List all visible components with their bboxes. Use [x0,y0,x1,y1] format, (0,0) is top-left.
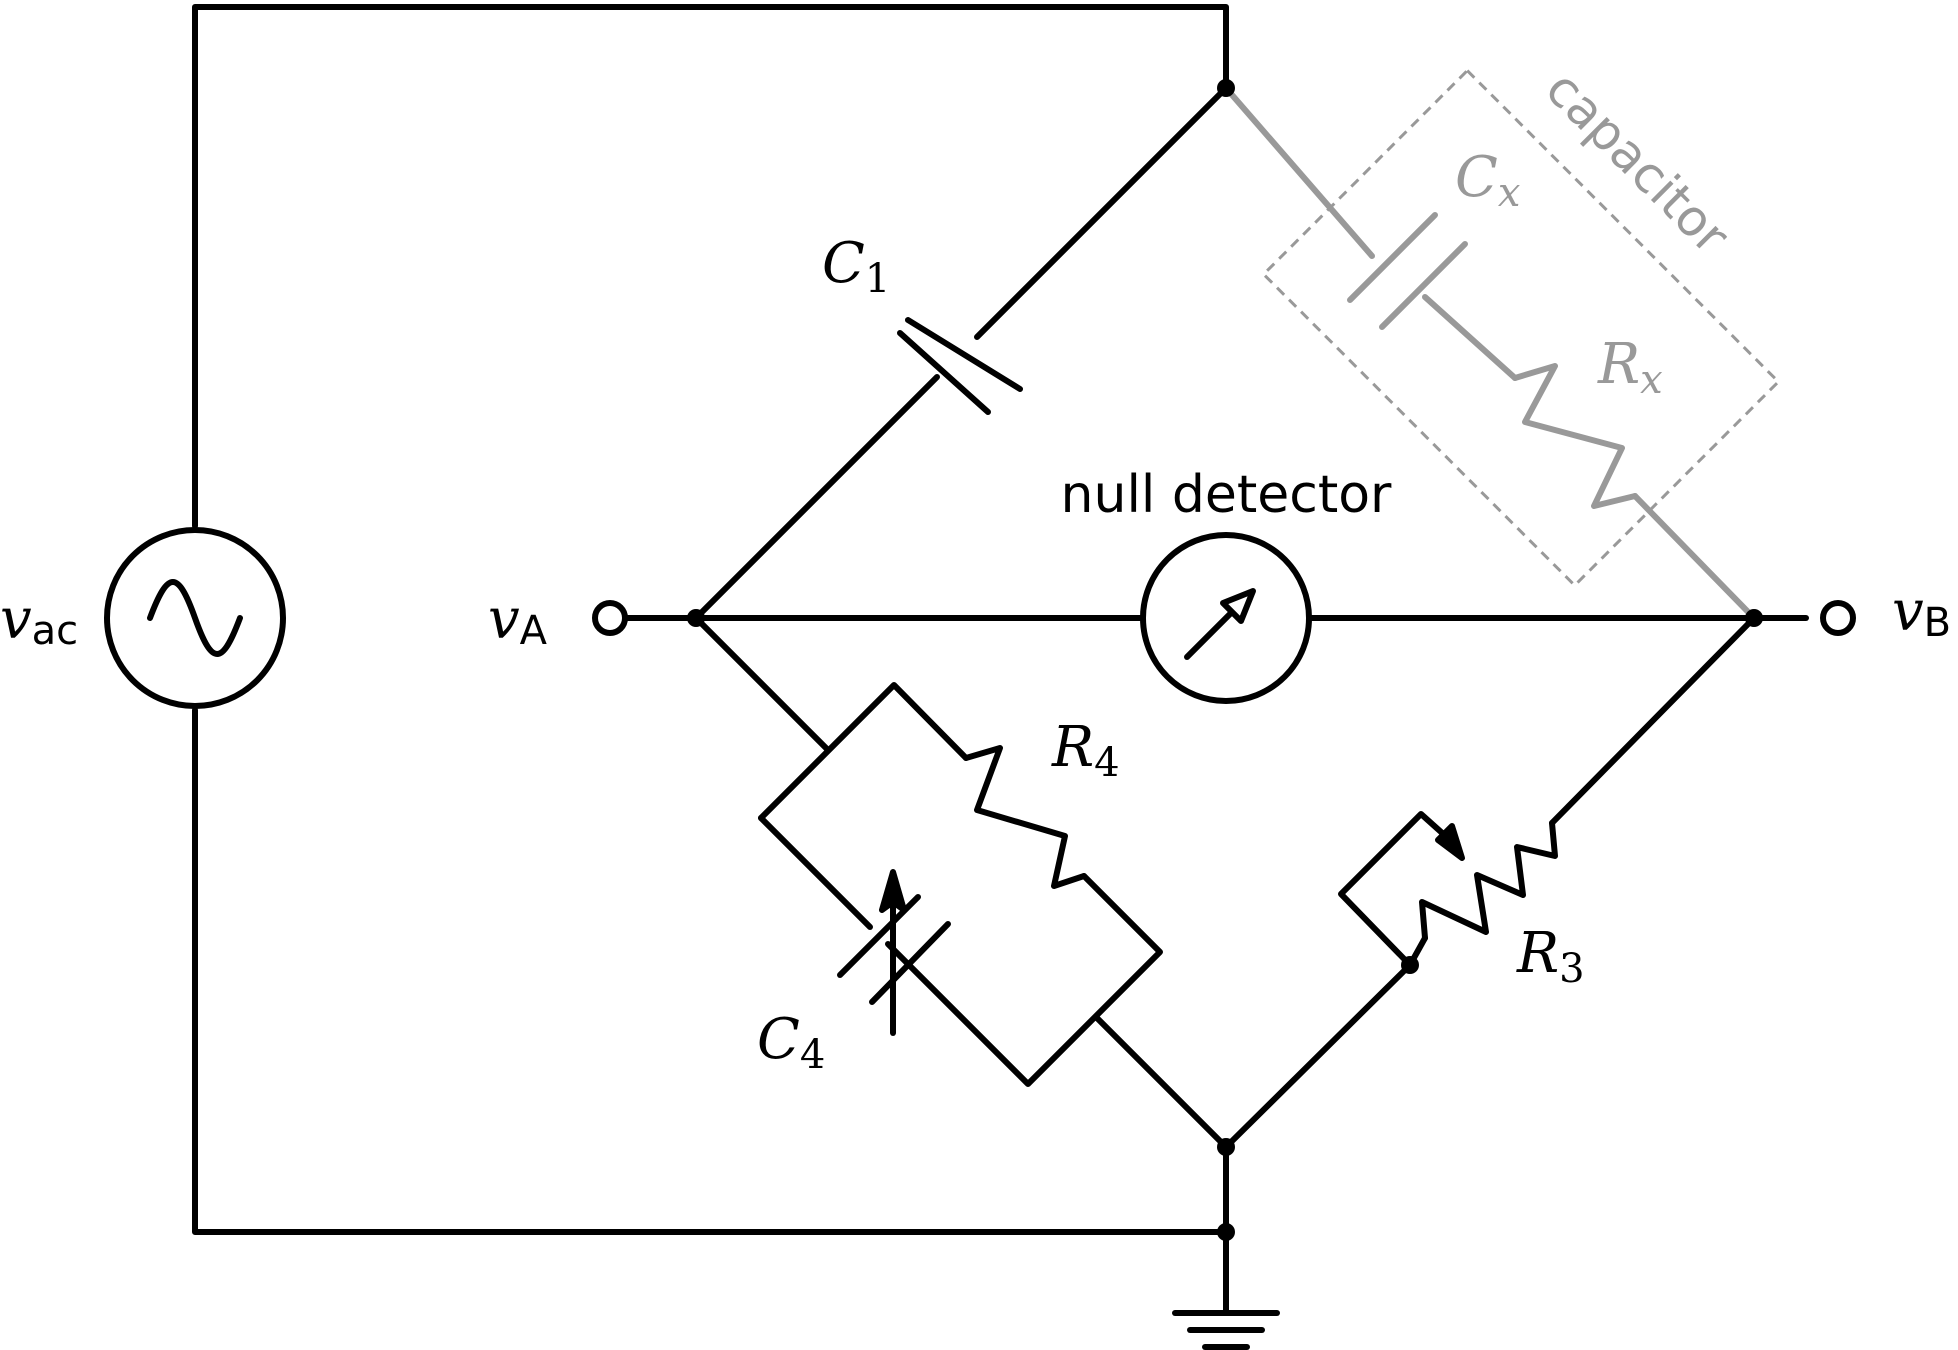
c1-label: C1 [822,231,890,302]
terminal-a [592,600,628,636]
c1-plate-b [897,330,991,415]
terminal-b-label: vB [1892,579,1951,646]
junction-dots [687,79,1763,1241]
sine-wave-icon [147,579,243,657]
ground-icon [1172,1310,1280,1350]
terminal-a-label: vA [488,587,548,654]
source-loop-wires [192,4,1229,1235]
c1-branch [693,85,1229,621]
null-detector-label: null detector [1061,465,1393,525]
null-detector [1140,532,1312,704]
cx-plate-b [1379,241,1468,330]
capacitor-box-label: capacitor [1535,59,1741,265]
r3-branch [1223,615,1757,1150]
c4-plate-b [869,921,951,1005]
cx-plate-a [1347,212,1438,303]
r3-zigzag [1419,820,1558,941]
cx-label: Cx [1455,145,1520,216]
unknown-capacitor-branch [1223,68,1781,621]
c1-plate-a [905,317,1023,392]
ground-connection [1172,1144,1280,1350]
r4-zigzag [963,745,1087,889]
rx-zigzag [1512,363,1638,509]
rx-label: Rx [1597,332,1663,403]
r3-label: R3 [1516,921,1585,992]
c4-label: C4 [757,1007,825,1078]
ac-source [104,527,286,709]
r4-c4-branch [693,615,1229,1150]
capacitor-dashed-box [1261,68,1781,588]
source-label: vac [0,587,78,654]
terminal-b [1820,600,1856,636]
r4-label: R4 [1051,715,1120,786]
